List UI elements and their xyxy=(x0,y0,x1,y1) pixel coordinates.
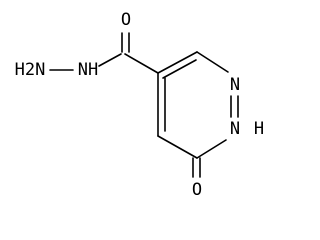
atom-carbonyl-oxygen: O xyxy=(121,10,131,30)
atom-ring-hydrogen: H xyxy=(254,119,264,139)
bond-carbonyl-ring xyxy=(124,53,159,74)
bond-c4-c5 xyxy=(157,51,198,74)
atom-hydrazide-nh: NH xyxy=(78,60,98,80)
atom-ring-nitrogen: N xyxy=(230,75,240,95)
bond-nh-carbonyl xyxy=(98,53,122,67)
atom-amino-nh2: H2N xyxy=(15,60,46,80)
atom-ring-nh-nitrogen: N xyxy=(230,119,240,139)
bond-nh-c xyxy=(196,139,227,159)
structure-diagram: O H2N NH N N H O xyxy=(15,10,264,200)
molecule-drawing: O H2N NH N N H O xyxy=(15,10,264,200)
atom-keto-oxygen: O xyxy=(192,180,202,200)
bond-c4-c5-inner xyxy=(162,59,197,79)
bond-c-c3 xyxy=(157,135,198,159)
bond-c5-n xyxy=(196,51,229,73)
